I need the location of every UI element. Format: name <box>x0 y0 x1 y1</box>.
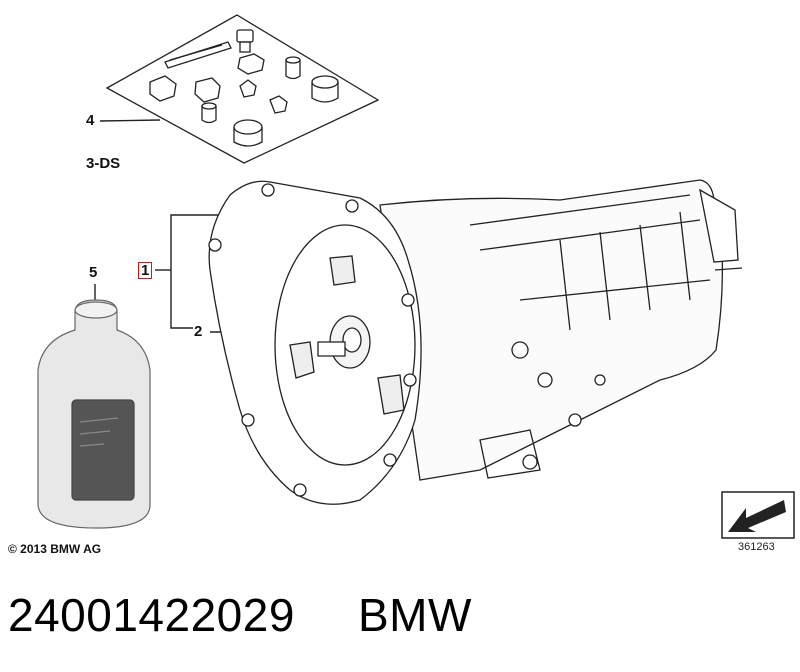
nut-part <box>149 75 177 102</box>
callout-5: 5 <box>89 264 98 281</box>
copyright-notice: © 2013 BMW AG <box>8 542 102 556</box>
callout-4: 4 <box>86 112 95 129</box>
pin-part <box>285 56 301 80</box>
diagram-id: 361263 <box>738 541 775 553</box>
callout-1: 1 <box>138 262 153 279</box>
bolt-part <box>236 29 254 53</box>
part-number: 24001422029 <box>8 589 295 641</box>
parts-kit-sheet <box>105 14 380 164</box>
bolt-part <box>201 102 217 124</box>
cap-part <box>311 75 339 103</box>
small-nut-part <box>239 79 257 98</box>
nut-part <box>237 53 265 75</box>
cap-part <box>233 119 263 147</box>
transmission-assembly <box>208 179 743 505</box>
brand-name: BMW <box>358 589 472 641</box>
orientation-icon <box>721 491 795 539</box>
nut-part <box>194 77 221 103</box>
callout-2: 2 <box>194 323 203 340</box>
small-nut-part <box>269 95 288 114</box>
gearbox-case <box>379 179 724 481</box>
oil-bottle <box>37 299 151 529</box>
callout-3-ds: 3-DS <box>86 155 121 172</box>
